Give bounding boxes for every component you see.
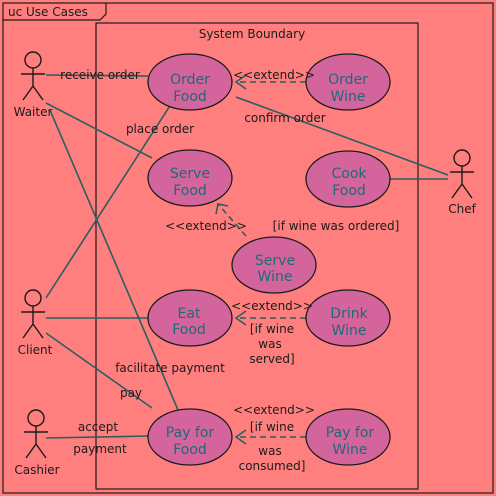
frame-title: uc Use Cases (8, 5, 88, 19)
label-payment: payment (73, 442, 127, 456)
actor-name: Client (18, 343, 53, 357)
actor-name: Waiter (14, 105, 53, 119)
actor-head (24, 289, 42, 307)
label-extend-serve-wine: <<extend>> (165, 219, 247, 233)
actor-name: Cashier (14, 463, 59, 477)
extend-arrow-drink-wine (234, 310, 247, 326)
label-if-wine-served: served] (249, 352, 294, 366)
label-if-wine-served: [if wine (250, 322, 294, 336)
extend-relations (215, 74, 306, 445)
actor-head (453, 149, 471, 167)
use-case-eat-food: Eat Food (147, 289, 233, 347)
use-case-shape (305, 408, 391, 466)
use-case-order-wine: Order Wine (305, 53, 391, 111)
use-case-serve-wine: Serve Wine (231, 236, 317, 294)
label-if-wine-consumed: consumed] (239, 459, 306, 473)
actor-body (450, 166, 474, 199)
use-case-line: Drink (330, 306, 368, 322)
label-extend-drink-wine: <<extend>> (231, 299, 313, 313)
label-receive-order: receive order (60, 68, 140, 82)
use-case-shape (147, 149, 233, 207)
edge-cashier-pay-food (45, 435, 149, 439)
label-pay: pay (120, 386, 142, 400)
edge-chef-order-food (235, 96, 449, 176)
use-case-cook-food: Cook Food (305, 150, 391, 208)
use-case-shape (147, 408, 233, 466)
use-case-line: Cook (331, 166, 367, 182)
use-case-line: Wine (332, 323, 367, 339)
edge-client-order-food (45, 97, 176, 299)
actor-cashier: Cashier (14, 409, 60, 477)
label-place-order: place order (126, 122, 194, 136)
extend-arrow-pay-wine (234, 429, 247, 445)
actor-body (21, 68, 45, 101)
actor-waiter: Waiter (14, 51, 53, 119)
label-if-wine-served: was (258, 337, 281, 351)
use-case-serve-food: Serve Food (147, 149, 233, 207)
use-case-shape (231, 236, 317, 294)
edge-client-pay-food (45, 332, 153, 409)
label-accept: accept (78, 420, 119, 434)
use-case-order-food: Order Food (147, 53, 233, 111)
use-case-shape (305, 53, 391, 111)
label-if-wine-consumed: was (258, 444, 281, 458)
actor-head (24, 51, 42, 69)
actor-chef: Chef (448, 149, 477, 216)
boundary-title: System Boundary (199, 27, 305, 41)
use-case-shape (305, 289, 391, 347)
label-facilitate-payment: facilitate payment (115, 361, 225, 375)
edge-waiter-order-food (45, 74, 149, 77)
use-case-line: Serve (170, 166, 210, 182)
actor-client: Client (18, 289, 53, 357)
use-case-pay-for-wine: Pay for Wine (305, 408, 391, 466)
use-case-line: Food (173, 183, 207, 199)
use-case-shape (147, 289, 233, 347)
edge-waiter-serve-food (45, 102, 153, 159)
use-case-shape (305, 150, 391, 208)
use-case-line: Serve (255, 253, 295, 269)
use-case-line: Pay for (326, 425, 375, 441)
use-case-pay-for-food: Pay for Food (147, 408, 233, 466)
actor-body (21, 306, 45, 339)
use-case-shape (147, 53, 233, 111)
extend-serve-wine (217, 203, 247, 237)
label-confirm-order: confirm order (244, 111, 325, 125)
label-extend-pay-wine: <<extend>> (233, 403, 315, 417)
actor-name: Chef (448, 202, 476, 216)
associations (45, 74, 449, 439)
use-case-line: Food (172, 322, 206, 338)
use-case-line: Food (332, 183, 366, 199)
actor-body (24, 426, 48, 459)
use-case-line: Eat (178, 306, 201, 322)
label-extend-order-wine: <<extend>> (233, 68, 315, 82)
use-case-line: Pay for (166, 425, 215, 441)
edge-waiter-pay-food (49, 109, 179, 411)
system-boundary (95, 22, 419, 490)
use-case-line: Wine (331, 89, 366, 105)
use-case-line: Food (173, 89, 207, 105)
extend-arrow-order-wine (234, 74, 247, 90)
use-case-drink-wine: Drink Wine (305, 289, 391, 347)
use-case-line: Wine (258, 269, 293, 285)
actor-head (27, 409, 45, 427)
extend-arrow-serve-wine (215, 203, 229, 215)
label-if-wine-consumed: [if wine (250, 420, 294, 434)
use-case-line: Wine (333, 442, 368, 458)
use-case-line: Order (170, 72, 210, 88)
label-if-wine-ordered: [if wine was ordered] (273, 219, 400, 233)
frame-tab (3, 3, 107, 21)
use-case-line: Food (173, 442, 207, 458)
use-case-line: Order (328, 72, 368, 88)
relation-labels: receive order place order confirm order … (60, 68, 399, 473)
